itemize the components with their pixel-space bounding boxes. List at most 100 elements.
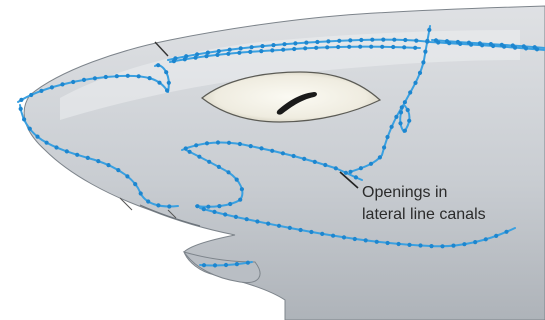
pore-dot [331, 234, 335, 238]
pore-dot [408, 90, 412, 94]
pore-dot [71, 80, 75, 84]
pore-dot [302, 157, 306, 161]
pore-dot [245, 217, 249, 221]
pore-dot [375, 240, 379, 244]
pore-dot [281, 151, 285, 155]
pore-dot [364, 238, 368, 242]
pore-dot [359, 38, 363, 42]
pore-dot [157, 81, 161, 85]
pore-dot [533, 45, 537, 49]
pore-dot [35, 135, 39, 139]
pore-dot [397, 242, 401, 246]
pore-dot [235, 262, 239, 266]
pore-dot [403, 38, 407, 42]
pore-dot [240, 187, 244, 191]
pore-dot [394, 115, 398, 119]
pore-dot [337, 39, 341, 43]
pore-dot [167, 81, 171, 85]
label-line-2: lateral line canals [362, 206, 486, 223]
pore-dot [413, 46, 417, 50]
pore-dot [54, 145, 58, 149]
pore-dot [195, 204, 199, 208]
pore-dot [234, 215, 238, 219]
pore-dot [217, 49, 221, 53]
pore-dot [29, 93, 33, 97]
pore-dot [183, 57, 187, 61]
pore-dot [403, 100, 407, 104]
pore-dot [65, 149, 69, 153]
pore-dot [239, 46, 243, 50]
pore-dot [342, 235, 346, 239]
pore-dot [386, 241, 390, 245]
pore-dot [75, 153, 79, 157]
pore-dot [259, 146, 263, 150]
pore-dot [206, 51, 210, 55]
pore-dot [440, 244, 444, 248]
pore-dot [202, 263, 206, 267]
pore-dot [212, 210, 216, 214]
pore-dot [369, 45, 373, 49]
pore-dot [116, 168, 120, 172]
pore-dot [133, 182, 137, 186]
pore-dot [39, 89, 43, 93]
pore-dot [266, 222, 270, 226]
pore-dot [197, 155, 201, 159]
pore-dot [202, 207, 206, 211]
pore-dot [304, 41, 308, 45]
pore-dot [172, 59, 176, 63]
pore-dot [402, 45, 406, 49]
pore-dot [309, 230, 313, 234]
pore-dot [456, 40, 460, 44]
pore-dot [238, 142, 242, 146]
pore-dot [156, 63, 160, 67]
pore-dot [378, 155, 382, 159]
pore-dot [414, 39, 418, 43]
pore-dot [260, 44, 264, 48]
pore-dot [216, 140, 220, 144]
pore-dot [126, 74, 130, 78]
pore-dot [347, 45, 351, 49]
pore-dot [282, 42, 286, 46]
pore-dot [382, 145, 386, 149]
pore-dot [104, 75, 108, 79]
pore-dot [406, 108, 410, 112]
pore-dot [400, 105, 404, 109]
pore-dot [344, 171, 348, 175]
pore-dot [320, 232, 324, 236]
pore-dot [237, 51, 241, 55]
pore-dot [215, 53, 219, 57]
pore-dot [334, 166, 338, 170]
pore-dot [354, 175, 358, 179]
pore-dot [423, 50, 427, 54]
pore-dot [217, 165, 221, 169]
pore-dot [385, 135, 389, 139]
pore-dot [390, 125, 394, 129]
pore-dot [259, 49, 263, 53]
pore-dot [148, 76, 152, 80]
pore-dot [146, 199, 150, 203]
pore-dot [399, 110, 403, 114]
pore-dot [226, 170, 230, 174]
pore-dot [462, 242, 466, 246]
pore-dot [315, 40, 319, 44]
pore-dot [228, 48, 232, 52]
pore-dot [217, 204, 221, 208]
pore-dot [106, 163, 110, 167]
pore-dot [489, 42, 493, 46]
pore-dot [270, 48, 274, 52]
pore-dot [164, 70, 168, 74]
pore-dot [293, 41, 297, 45]
pore-dot [115, 74, 119, 78]
pore-dot [125, 174, 129, 178]
pore-dot [249, 144, 253, 148]
pore-dot [418, 243, 422, 247]
pore-dot [359, 166, 363, 170]
pore-dot [407, 243, 411, 247]
pore-dot [418, 71, 422, 75]
pore-dot [22, 117, 26, 121]
pore-dot [167, 204, 171, 208]
pore-dot [403, 129, 407, 133]
pore-dot [391, 45, 395, 49]
pore-dot [60, 82, 64, 86]
